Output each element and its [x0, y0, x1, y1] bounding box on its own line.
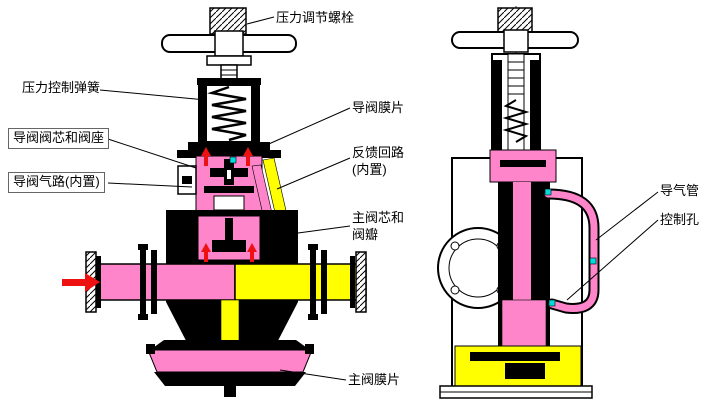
label-feedback-line2: (内置)	[352, 161, 387, 177]
main-valve-disc	[212, 240, 246, 252]
flow-arrows-pilot	[201, 147, 253, 166]
control-spring-side	[502, 99, 530, 143]
label-main-core-line1: 主阀芯和	[352, 210, 405, 225]
lower-chamber-side	[501, 299, 547, 349]
inlet-flow-arrow	[62, 273, 100, 292]
tube-port-mid	[589, 257, 597, 265]
label-feedback-line1: 反馈回路	[352, 145, 405, 160]
label-pilot-core-seat: 导阀阀芯和阀座	[8, 128, 110, 149]
left-valve-cross-section	[62, 7, 367, 397]
label-air-tube: 导气管	[660, 183, 700, 198]
label-main-diaphragm: 主阀膜片	[348, 372, 401, 387]
pilot-diaphragm-plate	[204, 186, 254, 193]
label-control-spring: 压力控制弹簧	[22, 80, 101, 95]
control-hole-port	[548, 299, 556, 307]
tube-port-top	[544, 188, 552, 196]
flow-arrows-chamber	[201, 243, 257, 262]
outlet-pipe	[234, 263, 367, 301]
label-feedback-loop: 反馈回路 (内置)	[352, 145, 404, 179]
label-adjust-bolt: 压力调节螺栓	[276, 10, 355, 25]
inlet-pipe	[97, 263, 236, 301]
leader-lines	[99, 16, 659, 381]
label-control-hole: 控制孔	[660, 212, 700, 227]
label-main-core-line2: 阀瓣	[352, 226, 379, 242]
label-pilot-diaphragm: 导阀膜片	[352, 100, 405, 115]
main-diaphragm-assembly	[146, 340, 314, 397]
lock-nut	[206, 55, 252, 66]
label-pilot-gas-path: 导阀气路(内置)	[8, 172, 105, 193]
control-spring	[207, 85, 247, 142]
label-main-core: 主阀芯和 阀瓣	[352, 210, 404, 244]
right-valve-cross-section	[437, 6, 600, 399]
internal-channel-side	[513, 182, 531, 308]
sensing-point	[229, 156, 237, 164]
